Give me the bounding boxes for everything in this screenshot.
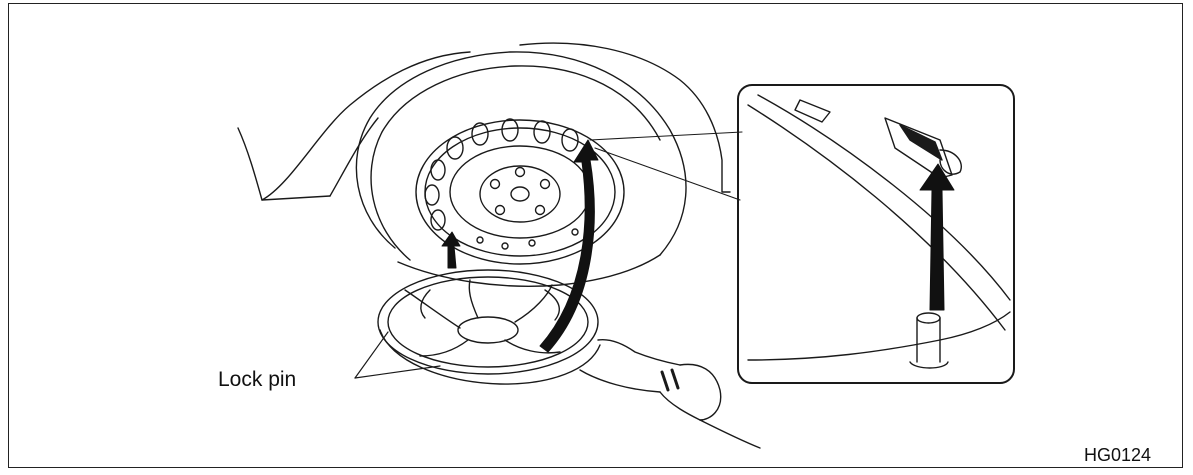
install-direction-arrow (540, 140, 598, 352)
inset-insert-arrow (920, 164, 954, 310)
figure-code: HG0124 (1084, 445, 1151, 466)
lock-pin-leader-lines (355, 332, 440, 378)
hand-icon (580, 340, 760, 448)
lock-pin-callout: Lock pin (218, 368, 296, 392)
fender-outline (238, 43, 730, 200)
tire-icon (356, 52, 686, 286)
lock-pin-detail-inset (738, 85, 1014, 383)
